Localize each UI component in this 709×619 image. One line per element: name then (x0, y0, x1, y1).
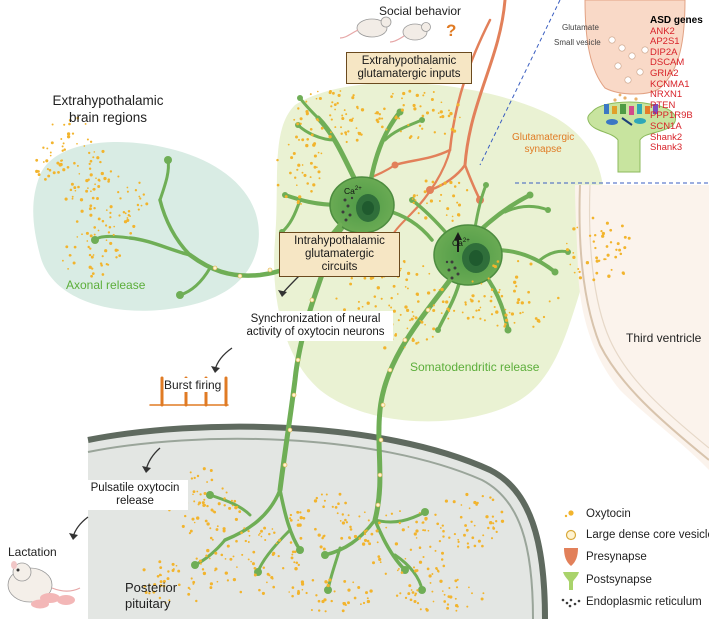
oxytocin-dots (35, 89, 631, 613)
asd-gene: Shank2 (650, 131, 683, 143)
legend-er-icon (561, 598, 581, 608)
flow-arrowheads (69, 290, 287, 540)
asd-genes-title: ASD genes (650, 15, 703, 26)
legend-oxytocin-icon (564, 510, 574, 518)
legend-symbols (561, 510, 581, 608)
asd-gene: PTEN (650, 99, 676, 111)
extra-inputs-line-2: glutamatergic inputs (357, 68, 461, 80)
receptors (604, 104, 658, 126)
asd-gene: KCNMA1 (650, 78, 690, 90)
legend-presynapse-icon (564, 548, 578, 566)
legend-postsynapse-icon (563, 572, 579, 590)
pituitary-outline (87, 423, 548, 619)
extrahypothalamic-label: Extrahypothalamic brain regions (28, 92, 188, 126)
calcium-label-right: Ca2+ (452, 234, 470, 250)
small-vesicle-label: Small vesicle (554, 38, 601, 47)
asd-gene: GRIA2 (650, 67, 679, 79)
synapse-inset (584, 0, 686, 173)
legend-vesicle-icon (565, 529, 577, 541)
legend-oxytocin-label: Oxytocin (586, 508, 631, 520)
burst-firing-label: Burst firing (164, 378, 222, 392)
synapse-label-line-2: synapse (524, 144, 562, 155)
pituitary-line-2: pituitary (125, 596, 171, 611)
pituitary-line-1: Posterior (125, 580, 178, 595)
legend-vesicle-label: Large dense core vesicle (586, 529, 709, 541)
pulsatile-release-label: Pulsatile oxytocin release (82, 480, 188, 510)
asd-gene: DSCAM (650, 57, 685, 69)
intra-line-2: glutamatergic circuits (304, 248, 375, 273)
third-ventricle-label: Third ventricle (626, 331, 702, 345)
rat-icons (7, 16, 431, 609)
extrahypothalamic-inputs-box: Extrahypothalamic glutamatergic inputs (346, 52, 472, 84)
legend-presynapse-label: Presynapse (586, 551, 647, 563)
asd-gene: Shank3 (650, 142, 683, 154)
sync-line-1: Synchronization of neural (250, 313, 381, 325)
posterior-pituitary (88, 426, 545, 619)
pulsatile-line-1: Pulsatile oxytocin (90, 482, 180, 494)
somatodendritic-release-label: Somatodendritic release (410, 360, 540, 374)
sync-line-2: activity of oxytocin neurons (246, 326, 385, 338)
er-speckles (341, 196, 460, 280)
calcium-right-text: Ca (452, 237, 463, 248)
presynapse-terminal (584, 0, 686, 95)
lactation-label: Lactation (8, 545, 57, 559)
axonal-release-label: Axonal release (66, 278, 146, 292)
inset-line-1 (479, 0, 561, 166)
calcium-left-sup: 2+ (354, 186, 362, 192)
intrahypothalamic-circuits-box: Intrahypothalamic glutamatergic circuits (279, 232, 400, 277)
ventricle-wall (578, 184, 709, 461)
extra-inputs-line-1: Extrahypothalamic (361, 55, 457, 67)
asd-gene: NRXN1 (650, 89, 683, 101)
synchronization-label: Synchronization of neural activity of ox… (238, 311, 393, 341)
calcium-left-text: Ca (344, 185, 355, 196)
social-behavior-label: Social behavior (379, 4, 462, 18)
pulsatile-line-2: release (116, 495, 154, 507)
pituitary-outline-inner (87, 437, 534, 619)
synapse-label-line-1: Glutamatergic (512, 132, 575, 143)
legend-er-label: Endoplasmic reticulum (586, 596, 702, 608)
question-mark: ? (446, 21, 457, 40)
third-ventricle (575, 185, 709, 470)
asd-gene: PPP1R9B (650, 110, 693, 122)
calcium-right-sup: 2+ (462, 238, 470, 244)
asd-gene: DIP2A (650, 46, 678, 58)
posterior-pituitary-label: Posterior pituitary (125, 580, 177, 612)
intra-line-1: Intrahypothalamic (294, 235, 385, 247)
extra-label-line-2: brain regions (68, 110, 148, 125)
legend-postsynapse-label: Postsynapse (586, 574, 652, 586)
asd-gene: ANK2 (650, 25, 675, 37)
asd-gene: AP2S1 (650, 36, 680, 48)
glutamate-label: Glutamate (562, 23, 599, 32)
asd-gene: SCN1A (650, 120, 682, 132)
extra-label-line-1: Extrahypothalamic (52, 93, 164, 108)
glutamatergic-synapse-label: Glutamatergic synapse (512, 132, 574, 156)
calcium-label-left: Ca2+ (344, 182, 362, 198)
